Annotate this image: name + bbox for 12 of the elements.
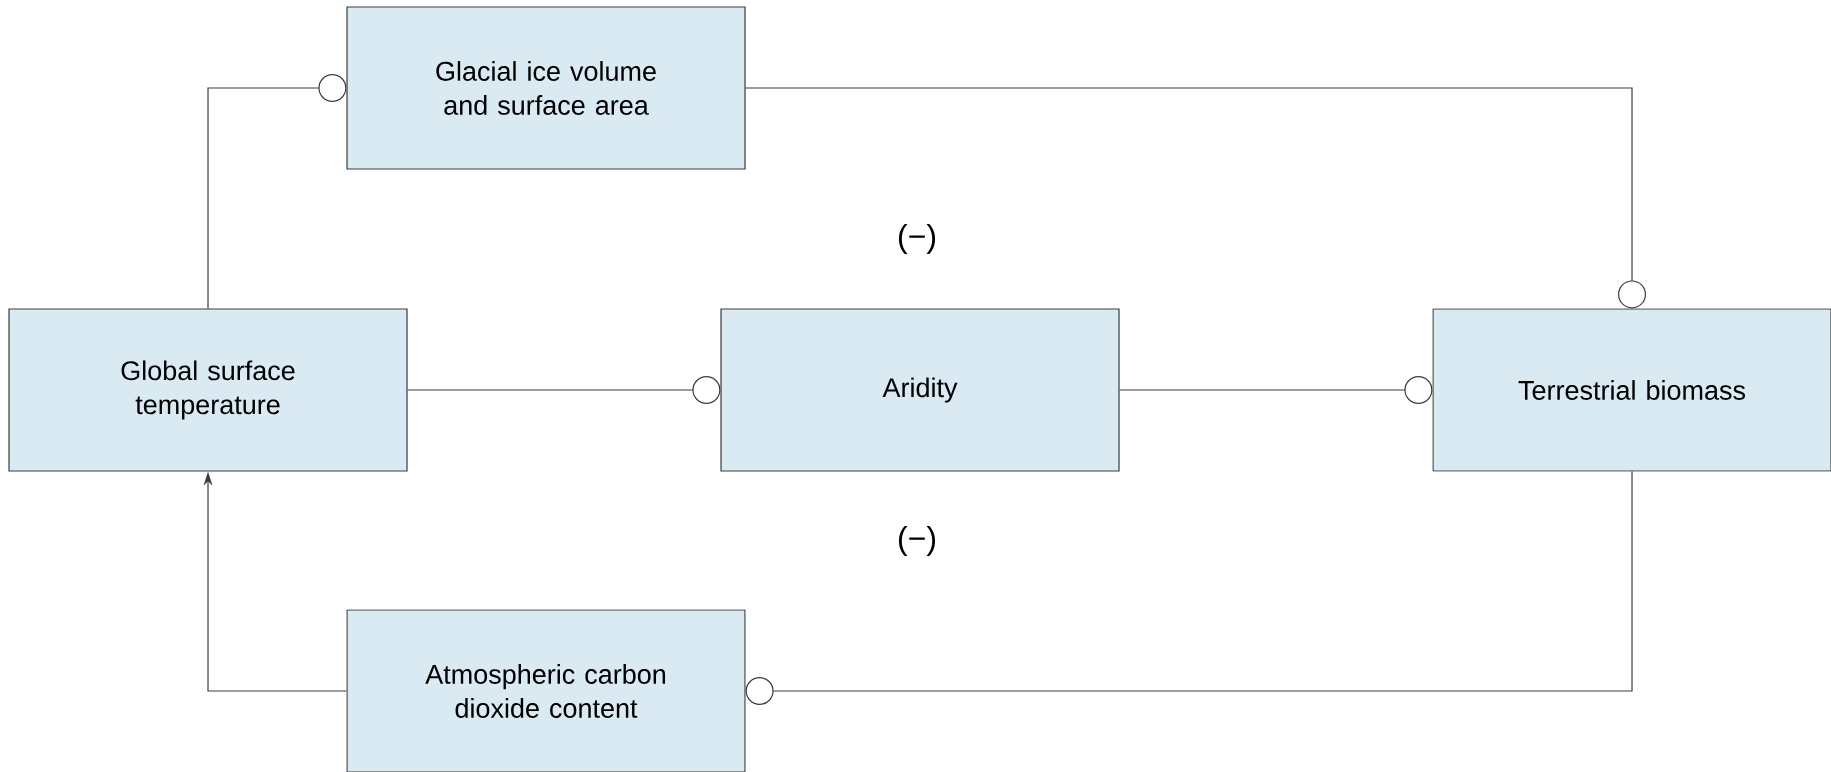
process-box: Glacial ice volume and surface area	[346, 6, 746, 170]
process-box: Atmospheric carbon dioxide content	[346, 609, 746, 772]
connector	[407, 376, 721, 404]
process-box: Terrestrial biomass	[1432, 308, 1831, 472]
process-box: Global surface temperature	[8, 308, 408, 472]
connector	[207, 74, 347, 309]
connector	[745, 87, 1646, 309]
feedback-sign: (−)	[899, 526, 936, 556]
feedback-sign: (−)	[899, 224, 936, 254]
connector	[1119, 376, 1433, 404]
process-box: Aridity	[720, 308, 1120, 472]
connector	[745, 471, 1633, 705]
